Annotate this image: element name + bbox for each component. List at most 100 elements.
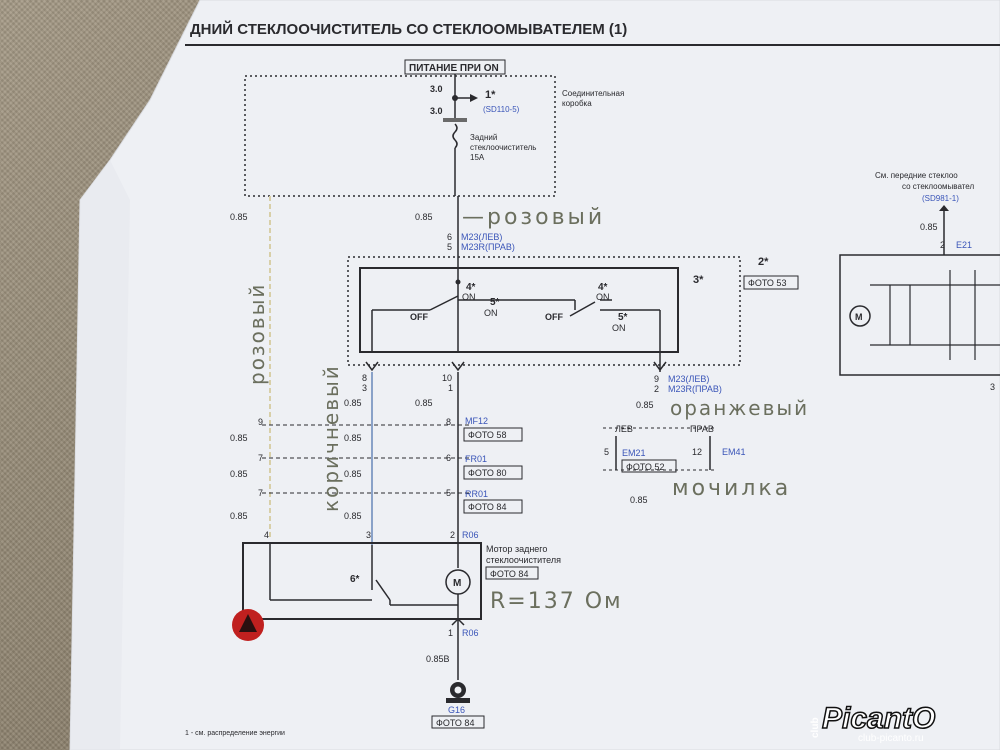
voltage-2: 3.0 [430, 106, 443, 116]
motor-title-2: стеклоочистителя [486, 555, 561, 565]
m23r-bot-prav: M23R(ПРАВ) [668, 384, 722, 394]
wire-085-row1-a: 0.85 [344, 398, 362, 408]
on-5-a-text: ON [484, 308, 498, 318]
off-b: OFF [545, 312, 563, 322]
pin-2: 2 [450, 530, 455, 540]
wire-085-row2-a: 0.85 [230, 433, 248, 443]
washer-em21: EM21 [622, 448, 646, 458]
washer-pin-12: 12 [692, 447, 702, 457]
switch-dotted-box [347, 256, 741, 366]
motor-m: M [453, 578, 461, 589]
power-label: ПИТАНИЕ ПРИ ON [409, 63, 499, 74]
pin-1-b: 1 [448, 628, 453, 638]
hw-mochilka: мочилка [672, 476, 791, 501]
wire-085-row3-a: 0.85 [230, 469, 248, 479]
pin-8: 8 [362, 373, 367, 383]
pin-10: 10 [442, 373, 452, 383]
watermark-url: club-picanto.ru [858, 733, 924, 744]
washer-lev: ЛЕВ [615, 424, 633, 434]
wire-085-b: 0.85 [415, 212, 433, 222]
pin-3-b: 3 [366, 530, 371, 540]
m23-lev-label: M23(ЛЕВ) [461, 232, 502, 242]
wire-085-row1-b: 0.85 [415, 398, 433, 408]
switch-solid-box [359, 267, 679, 353]
fuse-bar [443, 118, 467, 122]
m23-bot-pin-2: 2 [654, 384, 659, 394]
hw-resistance: R=137 Ом [490, 589, 623, 614]
on-4-a-text: ON [462, 292, 476, 302]
hw-korichnevyi: коричневый [319, 364, 343, 512]
mf12: MF12 [465, 416, 488, 426]
hw-rozovyi-left: розовый [245, 283, 269, 385]
r06-top: R06 [462, 530, 479, 540]
voltage-1: 3.0 [430, 84, 443, 94]
fuse-label-3: 15A [470, 153, 485, 162]
m23-pin-6: 6 [447, 232, 452, 242]
on-5-b-text: ON [612, 323, 626, 333]
pin-8-row1: 8 [446, 417, 451, 427]
wire-085-row3-b: 0.85 [344, 469, 362, 479]
right-see-code: (SD981-1) [922, 194, 959, 203]
on-5-b: 5* [618, 312, 628, 323]
pin-4: 4 [264, 530, 269, 540]
hw-rozovyi-top: —розовый [462, 205, 605, 230]
pin-7-a: 7 [258, 453, 263, 463]
wire-085-row4-b: 0.85 [344, 511, 362, 521]
right-e21: E21 [956, 240, 972, 250]
wire-085-m23: 0.85 [636, 400, 654, 410]
on-4-b-text: ON [596, 292, 610, 302]
ref-1-code: (SD110-5) [483, 105, 520, 114]
r06-bot: R06 [462, 628, 479, 638]
photo-80: ФОТО 80 [468, 468, 506, 478]
right-pin-2: 2 [940, 240, 945, 250]
photo-84-c: ФОТО 84 [436, 718, 474, 728]
on-4-b: 4* [598, 282, 608, 293]
m23r-prav-label: M23R(ПРАВ) [461, 242, 515, 252]
club-picanto-watermark: club PicantO club-picanto.ru [810, 701, 936, 744]
junction-box-label-1: Соединительная [562, 89, 624, 98]
right-panel-box [839, 254, 1000, 376]
rr01: RR01 [465, 489, 488, 499]
wire-085-row4-a: 0.85 [230, 511, 248, 521]
photo-53: ФОТО 53 [748, 278, 786, 288]
watermark-brand: PicantO [822, 702, 935, 735]
wire-085-row2-b: 0.85 [344, 433, 362, 443]
photo-58: ФОТО 58 [468, 430, 506, 440]
junction-box-label-2: коробка [562, 99, 592, 108]
photo-52: ФОТО 52 [626, 462, 664, 472]
ref-6: 6* [350, 574, 360, 585]
wire-085b: 0.85B [426, 654, 450, 664]
pin-3: 3 [362, 383, 367, 393]
ref-2: 2* [758, 256, 769, 268]
fr01: FR01 [465, 454, 487, 464]
on-4-a: 4* [466, 282, 476, 293]
right-see-1: См. передние стеклоо [875, 171, 958, 180]
hw-oranzhevyi: оранжевый [670, 396, 809, 420]
washer-prav: ПРАВ [690, 424, 714, 434]
pin-9-left: 9 [258, 417, 263, 427]
wire-085-a: 0.85 [230, 212, 248, 222]
svg-text:M: M [855, 312, 863, 322]
fuse-label-1: Задний [470, 133, 497, 142]
on-5-a: 5* [490, 297, 500, 308]
pin-5-a: 5 [446, 488, 451, 498]
g16: G16 [448, 705, 465, 715]
washer-em41: EM41 [722, 447, 746, 457]
washer-pin-5: 5 [604, 447, 609, 457]
pin-1: 1 [448, 383, 453, 393]
right-pin-3: 3 [990, 382, 995, 392]
right-see-2: со стеклоомывател [902, 182, 974, 191]
fuse-label-2: стеклоочиститель [470, 143, 536, 152]
watermark-club: club [810, 717, 821, 738]
power-dotted-box [244, 75, 556, 197]
pin-7-b: 7 [258, 488, 263, 498]
m23-pin-5: 5 [447, 242, 452, 252]
footnote-1: 1 - см. распределение энергии [185, 730, 285, 737]
ref-3: 3* [693, 274, 704, 286]
ref-1: 1* [485, 89, 496, 101]
wire-085-washer: 0.85 [630, 495, 648, 505]
pin-6-a: 6 [446, 453, 451, 463]
photo-84-a: ФОТО 84 [468, 502, 506, 512]
off-a: OFF [410, 312, 428, 322]
